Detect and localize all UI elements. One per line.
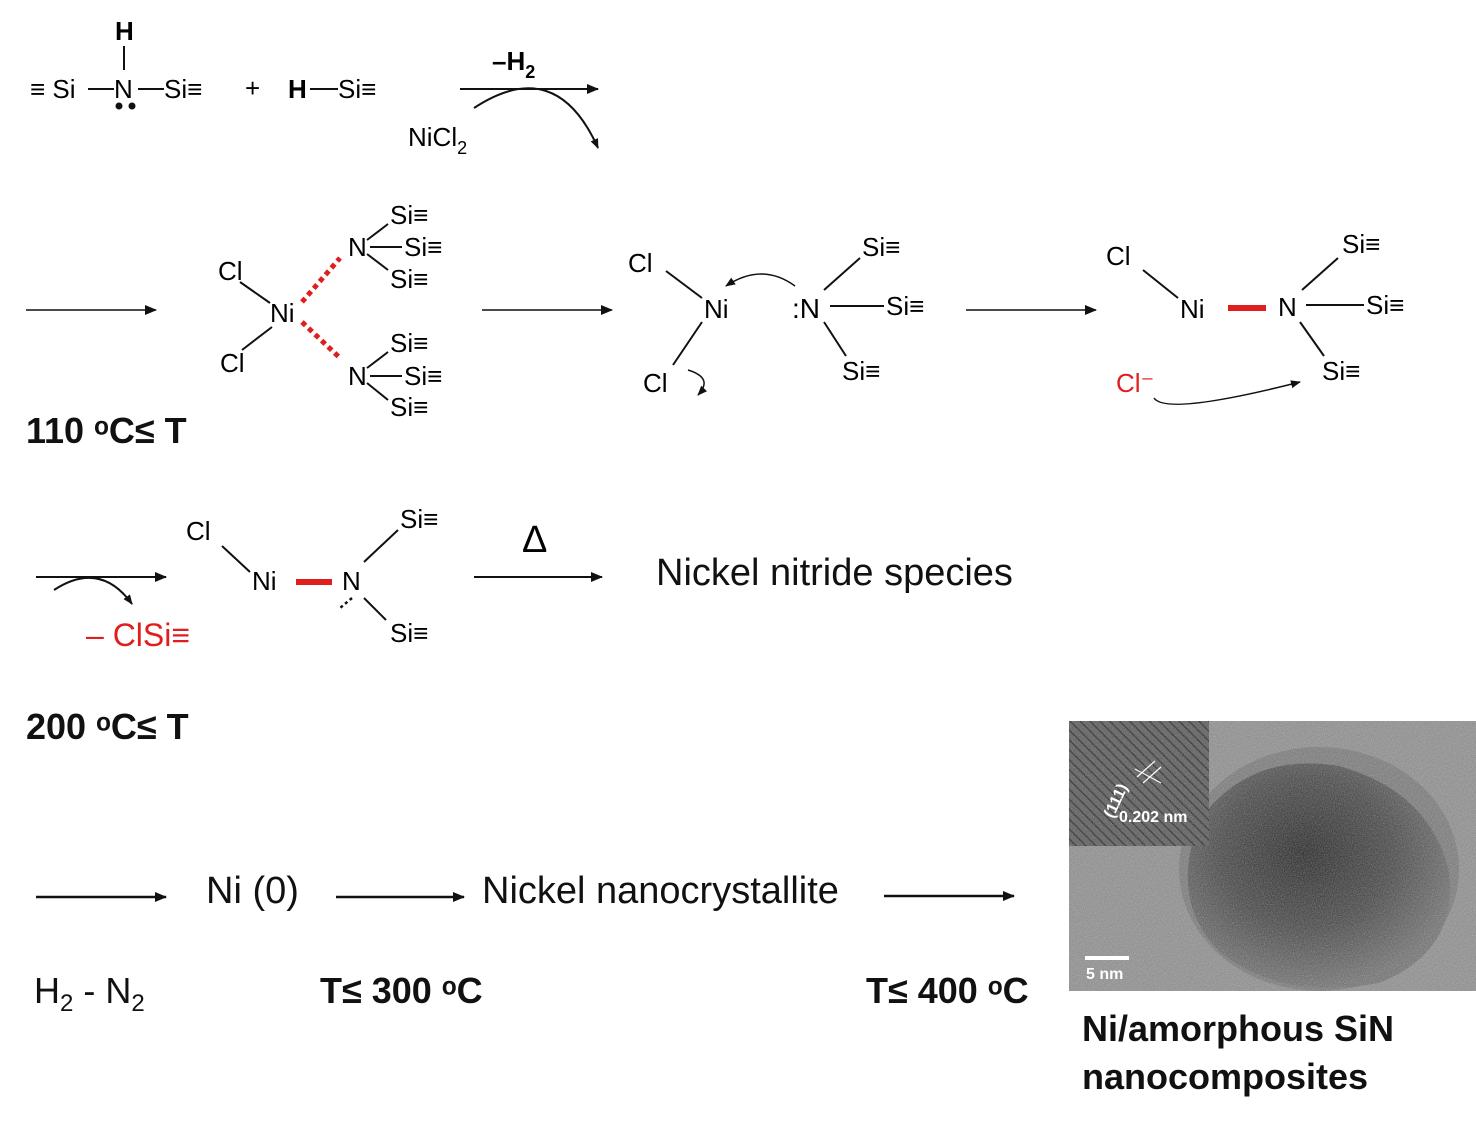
nickel-nitride-label: Nickel nitride species [656, 552, 1013, 594]
si-atom: Si≡ [404, 361, 442, 391]
reaction-arrow-1: –H2 NiCl2 [408, 46, 599, 158]
h-atom: H [115, 16, 134, 46]
si-right: Si≡ [164, 74, 202, 104]
si-atom: Si≡ [390, 618, 428, 648]
ni-complex-2: Cl Ni Cl :N Si≡ Si≡ Si≡ [628, 232, 924, 398]
scale-bar [1085, 956, 1129, 960]
cl-atom: Cl [628, 248, 653, 278]
ni-complex-3: Cl Ni N Si≡ Si≡ Si≡ Cl⁻ [1106, 229, 1404, 405]
si-atom: Si≡ [842, 356, 880, 386]
si-atom: Si≡ [390, 264, 428, 294]
temperature-300: T≤ 300 ᵒC [320, 970, 483, 1011]
nicl2-label: NiCl2 [408, 122, 467, 158]
n-atom: N [348, 232, 367, 262]
si-atom: Si≡ [1322, 356, 1360, 386]
si-left: ≡ Si [30, 74, 76, 104]
lone-pair-dot [115, 102, 123, 110]
reactant-silane: H Si≡ [288, 74, 376, 104]
si-atom: Si≡ [862, 232, 900, 262]
cl-atom: Cl [220, 348, 245, 378]
si-atom: Si≡ [886, 291, 924, 321]
temperature-400: T≤ 400 ᵒC [866, 970, 1029, 1011]
chloride-ion: Cl⁻ [1116, 368, 1154, 398]
minus-h2-label: –H2 [492, 46, 535, 82]
coordination-bond [300, 320, 342, 360]
figure-caption: Ni/amorphous SiN nanocomposites [1082, 1005, 1394, 1101]
si-atom: Si≡ [390, 328, 428, 358]
attack-arrow [1153, 380, 1301, 405]
si-atom: Si≡ [338, 74, 376, 104]
si-atom: Si≡ [390, 392, 428, 422]
gas-atmosphere-label: H2 - N2 [34, 970, 145, 1018]
ni-atom: Ni [1180, 294, 1205, 324]
reactant-silazane: H ≡ Si N Si≡ [30, 16, 202, 110]
ni-complex-1: Cl Ni Cl N Si≡ Si≡ Si≡ N Si≡ Si≡ Si≡ [218, 200, 442, 422]
si-atom: Si≡ [1342, 229, 1380, 259]
electron-arrow [687, 369, 708, 396]
cl-atom: Cl [186, 516, 211, 546]
n-atom: N [348, 361, 367, 391]
nickel-nanocrystallite-label: Nickel nanocrystallite [482, 870, 839, 912]
ni-atom: Ni [704, 294, 729, 324]
heat-symbol: Δ [522, 519, 547, 561]
n-atom: N [114, 74, 133, 104]
si-atom: Si≡ [390, 200, 428, 230]
temperature-200: 200 ᵒC≤ T [26, 706, 189, 747]
cl-atom: Cl [1106, 241, 1131, 271]
n-atom: N [1278, 292, 1297, 322]
plus-sign: + [245, 73, 260, 103]
caption-line-1: Ni/amorphous SiN [1082, 1008, 1395, 1049]
ni-atom: Ni [252, 566, 277, 596]
si-atom: Si≡ [1366, 290, 1404, 320]
ni-atom: Ni [270, 298, 295, 328]
si-atom: Si≡ [400, 504, 438, 534]
electron-arrow [725, 273, 796, 287]
scale-bar-label: 5 nm [1086, 966, 1123, 983]
lone-pair-dot [128, 102, 136, 110]
tem-image: (111) 0.202 nm 5 nm [1069, 721, 1476, 991]
cl-atom: Cl [643, 368, 668, 398]
n-atom: N [342, 566, 361, 596]
si-atom: Si≡ [404, 232, 442, 262]
h-atom-2: H [288, 74, 307, 104]
reaction-arrow-elimination: – ClSi≡ [36, 572, 190, 653]
coordination-bond [300, 256, 342, 304]
temperature-110: 110 ᵒC≤ T [26, 410, 187, 451]
tem-micrograph: (111) 0.202 nm 5 nm [1069, 721, 1476, 991]
ni-amido-complex: Cl Ni N Si≡ Si≡ [186, 504, 438, 648]
clsi-elimination: – ClSi≡ [86, 617, 190, 653]
n-atom: :N [792, 293, 820, 324]
caption-line-2: nanocomposites [1082, 1056, 1369, 1097]
cl-atom: Cl [218, 256, 243, 286]
d-spacing-label: 0.202 nm [1119, 809, 1187, 826]
ni-zero-label: Ni (0) [206, 870, 299, 912]
